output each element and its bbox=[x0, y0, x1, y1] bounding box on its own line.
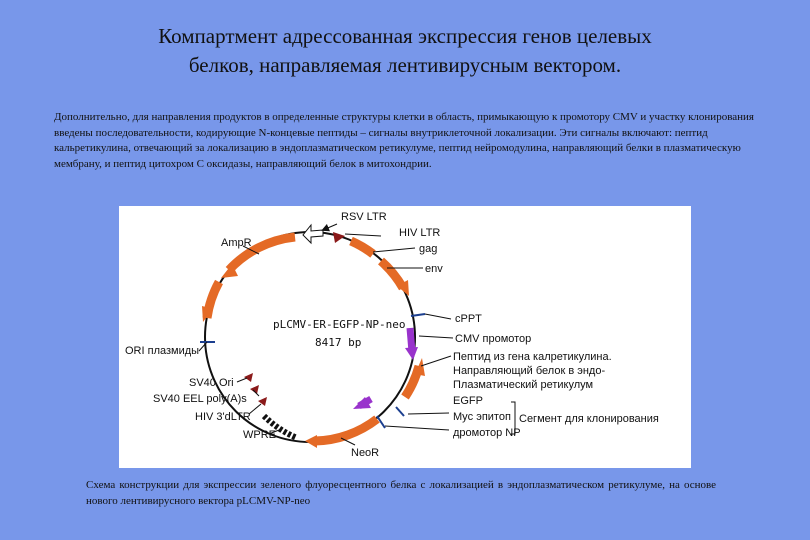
neor-arrowhead bbox=[305, 435, 317, 448]
hiv3-ltr-feature bbox=[258, 397, 267, 406]
plasmid-map-figure: RSV LTR HIV LTR gag env cPPT CMV промото… bbox=[119, 206, 691, 468]
egfp-arrowhead bbox=[415, 358, 425, 376]
sv40-polya-feature bbox=[250, 385, 259, 394]
label-sv40-ori: SV40 Ori bbox=[189, 377, 234, 389]
page-title: Компартмент адрессованная экспрессия ген… bbox=[60, 22, 750, 80]
title-line-2: белков, направляемая лентивирусным векто… bbox=[188, 53, 622, 77]
label-rsv-ltr: RSV LTR bbox=[341, 211, 387, 223]
label-cloning-segment: Сегмент для клонирования bbox=[519, 413, 659, 425]
sv40-ori-feature bbox=[244, 373, 253, 382]
gag-feature bbox=[349, 236, 376, 258]
cmv-arrowhead bbox=[405, 347, 418, 360]
label-hiv3-ltr: HIV 3'dLTR bbox=[195, 411, 251, 423]
label-sv40-eel: SV40 EEL poly(A)s bbox=[153, 393, 247, 405]
label-egfp: EGFP bbox=[453, 395, 483, 407]
label-myc: Myc эпитоп bbox=[453, 411, 511, 423]
plasmid-map: RSV LTR HIV LTR gag env cPPT CMV промото… bbox=[125, 211, 659, 459]
label-hiv-ltr: HIV LTR bbox=[399, 227, 440, 239]
rsv-ltr-feature bbox=[302, 223, 324, 245]
label-calreticulin-3: Плазматический ретикулум bbox=[453, 379, 593, 391]
wpre-feature bbox=[261, 413, 299, 441]
ampr-feature bbox=[225, 232, 296, 274]
label-cppt: cPPT bbox=[455, 313, 482, 325]
intro-paragraph: Дополнительно, для направления продуктов… bbox=[54, 111, 754, 170]
label-env: env bbox=[425, 263, 443, 275]
label-ampr: AmpR bbox=[221, 237, 252, 249]
ampr-arrowhead-2 bbox=[202, 306, 213, 322]
label-ori: ORI плазмиды bbox=[125, 345, 199, 357]
label-wpre: WPRE bbox=[243, 429, 276, 441]
np-marker bbox=[376, 415, 386, 429]
label-calreticulin-2: Направляющий белок в эндо- bbox=[453, 365, 605, 377]
cloning-promoter-arrowhead bbox=[353, 397, 371, 409]
ampr-feature-tail bbox=[202, 279, 223, 319]
title-line-1: Компартмент адрессованная экспрессия ген… bbox=[158, 24, 652, 48]
label-gag: gag bbox=[419, 243, 437, 255]
label-np: дромотор NP bbox=[453, 427, 521, 439]
plasmid-name: pLCMV-ER-EGFP-NP-neo bbox=[273, 318, 405, 331]
neor-feature bbox=[314, 415, 380, 446]
env-feature bbox=[377, 257, 407, 291]
env-arrowhead bbox=[397, 280, 409, 296]
figure-caption: Схема конструкции для экспрессии зеленог… bbox=[86, 479, 716, 507]
label-neor: NeoR bbox=[351, 447, 379, 459]
label-cmv: CMV промотор bbox=[455, 333, 531, 345]
hiv-ltr-feature bbox=[333, 232, 345, 243]
myc-marker bbox=[395, 406, 405, 417]
plasmid-size: 8417 bp bbox=[315, 336, 361, 349]
cppt-marker bbox=[410, 313, 426, 317]
label-calreticulin-1: Пептид из гена калретикулина. bbox=[453, 351, 612, 363]
ampr-arrowhead bbox=[221, 264, 238, 278]
